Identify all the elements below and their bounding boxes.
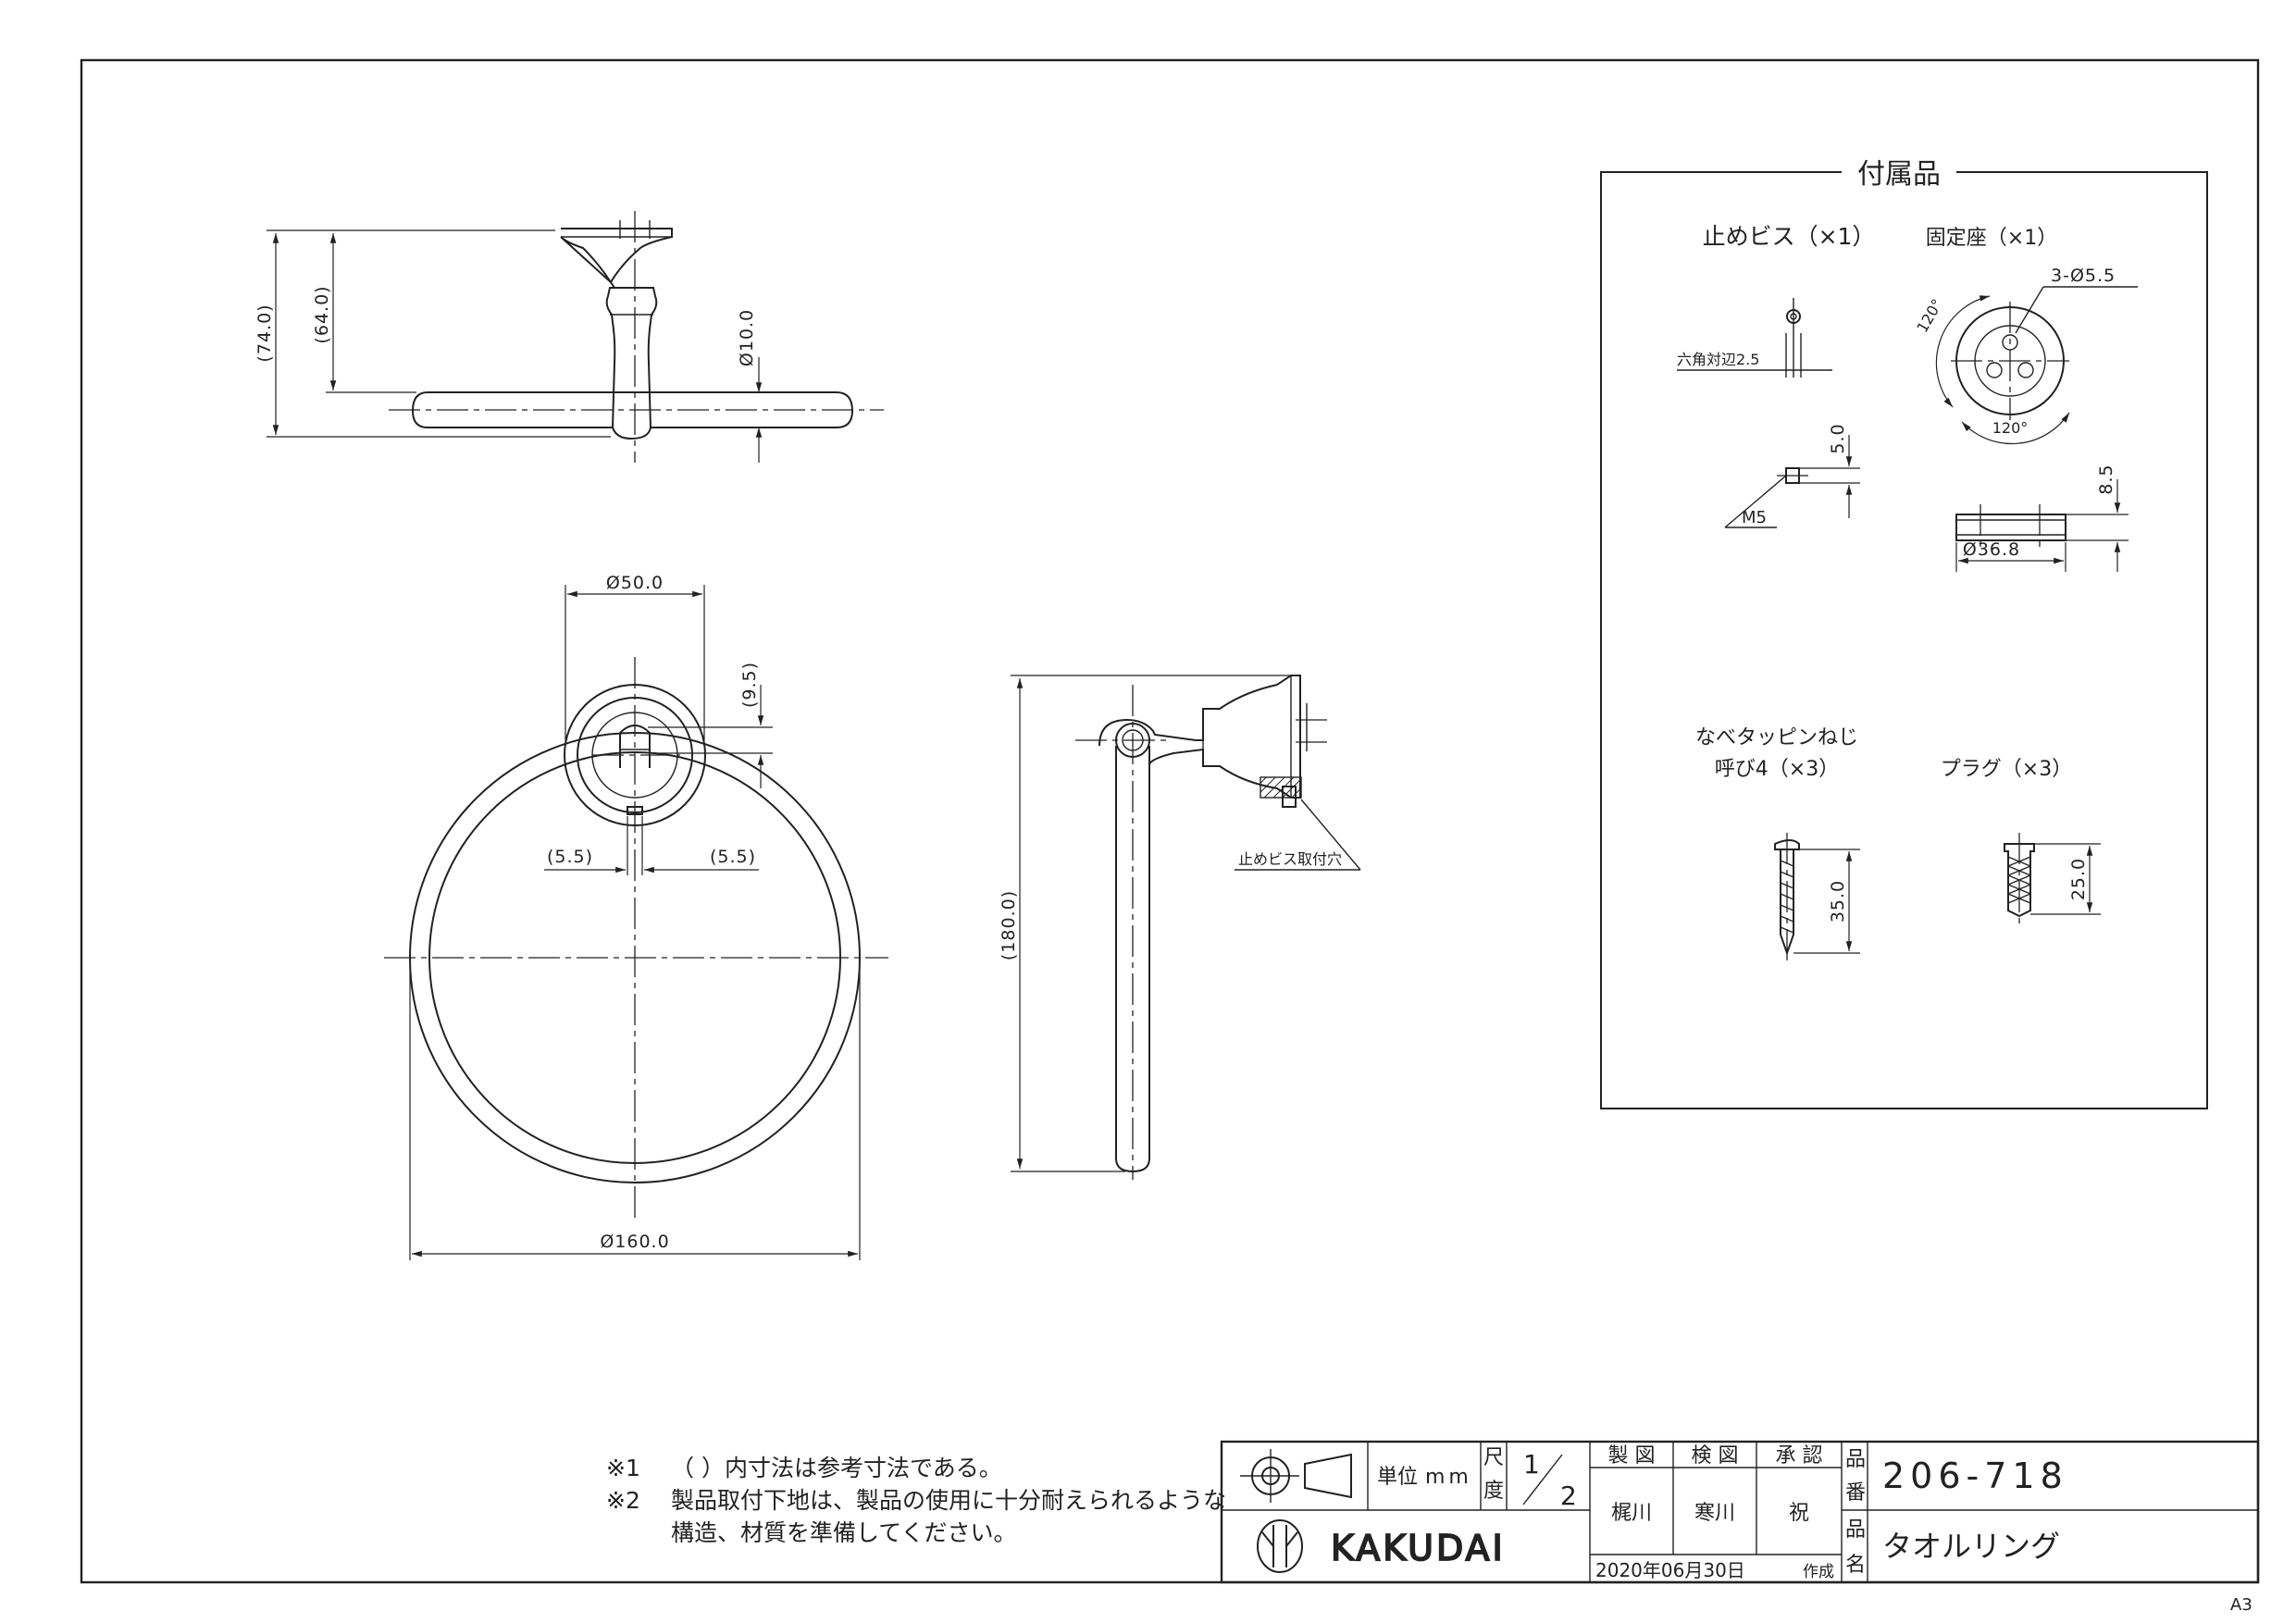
plug-length: 25.0: [2068, 858, 2089, 900]
title-block: 単位 mm 尺 度 1 2 KAKUDAI 製 図 検 図 承 認 梶川 寒川 …: [1220, 1440, 2260, 1584]
dim-half-left: (5.5): [547, 847, 593, 867]
hole-label: 止めビス取付穴: [1238, 850, 1342, 868]
scale-label-2: 度: [1483, 1480, 1504, 1503]
drawn-by: 梶川: [1611, 1502, 1652, 1525]
profile-view: 止めビス取付穴 (180.0): [999, 675, 1361, 1180]
checked-label: 検 図: [1692, 1444, 1739, 1468]
drawing-date: 2020年06月30日: [1595, 1559, 1745, 1581]
dim-ring-dia: Ø160.0: [600, 1232, 669, 1252]
part-number: 206-718: [1882, 1456, 2068, 1496]
checked-by: 寒川: [1694, 1502, 1735, 1525]
dim-offset: (9.5): [739, 662, 760, 708]
unit-label: 単位: [1377, 1466, 1418, 1489]
scale-label-1: 尺: [1483, 1446, 1504, 1469]
fixed-seat-height: 8.5: [2096, 464, 2116, 494]
note-1-mark: ※1: [606, 1455, 640, 1481]
drawing-made: 作成: [1803, 1563, 1834, 1581]
note-1-text: （ ）内寸法は参考寸法である。: [671, 1455, 1002, 1481]
scale-denominator: 2: [1560, 1481, 1577, 1511]
note-2-line1: 製品取付下地は、製品の使用に十分耐えられるような: [671, 1487, 1226, 1514]
dim-bar-depth: (64.0): [312, 285, 332, 343]
dim-half-right: (5.5): [710, 847, 756, 867]
drawn-label: 製 図: [1608, 1444, 1656, 1468]
dim-base-dia: Ø50.0: [606, 573, 664, 593]
fixed-seat-dia: Ø36.8: [1963, 539, 2020, 560]
set-screw-hex: 六角対辺2.5: [1677, 351, 1759, 368]
product-name: タオルリング: [1882, 1529, 2060, 1564]
dim-height: (180.0): [999, 890, 1019, 960]
brand-name: KAKUDAI: [1331, 1528, 1506, 1568]
side-view: (74.0) (64.0) Ø10.0: [254, 211, 884, 463]
name-label-2: 名: [1845, 1554, 1866, 1577]
tapping-screw-label1: なべタッピンねじ: [1695, 726, 1858, 750]
fixed-seat-holes: 3-Ø5.5: [2051, 266, 2116, 286]
scale-numerator: 1: [1523, 1449, 1540, 1480]
note-2-line2: 構造、材質を準備してください。: [671, 1519, 1017, 1546]
fixed-seat-label: 固定座（×1）: [1926, 227, 2057, 250]
tapping-screw-length: 35.0: [1828, 880, 1848, 923]
note-2-mark: ※2: [606, 1487, 640, 1514]
notes: ※1 （ ）内寸法は参考寸法である。 ※2 製品取付下地は、製品の使用に十分耐え…: [606, 1455, 1226, 1546]
set-screw-thread: M5: [1742, 508, 1767, 527]
front-view: Ø50.0 (9.5) (5.5) (5.5) Ø160.0: [384, 573, 888, 1260]
approved-by: 祝: [1789, 1502, 1809, 1525]
approved-label: 承 認: [1776, 1444, 1823, 1468]
fixed-seat-angle2: 120°: [1992, 419, 2029, 437]
drawing-frame: [80, 58, 2260, 1584]
projection-symbol-icon: [1240, 1449, 1352, 1503]
part-no-label-1: 品: [1845, 1448, 1866, 1471]
sheet-size: A3: [2230, 1595, 2253, 1615]
set-screw-length: 5.0: [1828, 423, 1848, 453]
name-label-1: 品: [1845, 1518, 1866, 1542]
dim-bar-dia: Ø10.0: [737, 309, 757, 366]
part-no-label-2: 番: [1845, 1481, 1866, 1505]
kakudai-logo: KAKUDAI: [1257, 1519, 1506, 1573]
accessories-box: 付属品 止めビス（×1） 六角対辺2.5 5.0 M5 固定座（×1） 3-Ø5…: [1600, 157, 2208, 1109]
unit-value: mm: [1425, 1466, 1472, 1489]
fixed-seat-angle1: 120°: [1913, 296, 1946, 336]
tapping-screw-label2: 呼び4（×3）: [1715, 758, 1839, 781]
set-screw-label: 止めビス（×1）: [1703, 223, 1876, 250]
dim-total-depth: (74.0): [254, 304, 275, 362]
plug-label: プラグ（×3）: [1941, 758, 2072, 781]
accessories-title: 付属品: [1857, 158, 1941, 191]
